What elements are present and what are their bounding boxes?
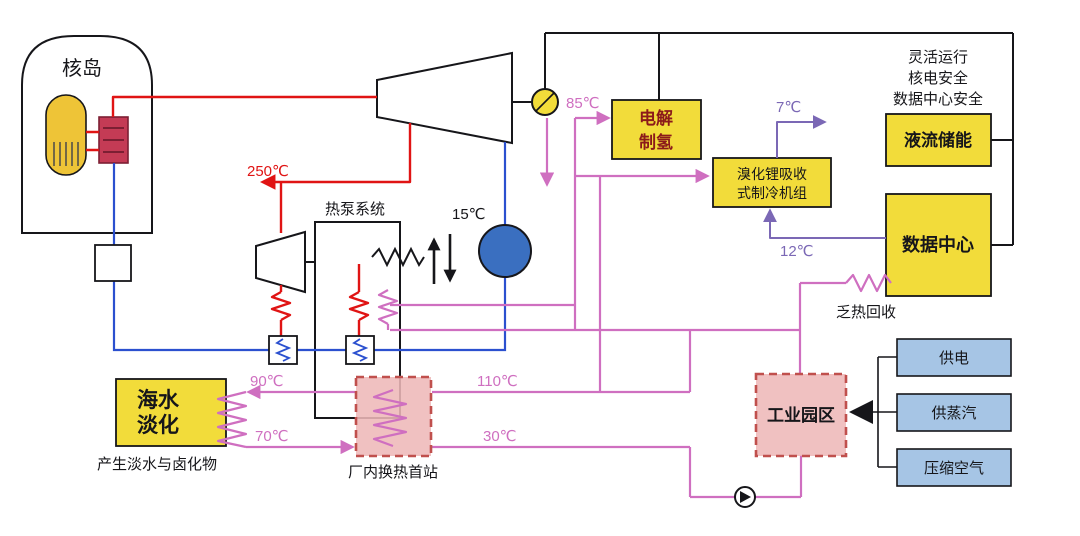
heat-station-box xyxy=(354,375,433,458)
note-line-3: 数据中心安全 xyxy=(893,90,983,108)
desalination-box xyxy=(115,378,227,447)
temp-7-label: 7℃ xyxy=(776,99,801,116)
industrial-park-box xyxy=(754,372,848,458)
chiller-label-2: 式制冷机组 xyxy=(737,185,807,201)
compressor xyxy=(255,230,306,294)
fresh-water-note: 产生淡水与卤化物 xyxy=(97,456,217,473)
electrolysis-label-2: 制氢 xyxy=(639,132,673,152)
steam-turbine xyxy=(376,51,513,145)
industrial-park-label: 工业园区 xyxy=(767,406,835,425)
chiller-label-1: 溴化锂吸收 xyxy=(737,166,807,182)
steam-lines xyxy=(111,95,412,336)
electrolysis-box xyxy=(611,99,702,160)
nuclear-island-label: 核岛 xyxy=(62,57,102,80)
temp-85-label: 85℃ xyxy=(566,95,600,112)
temp-15-label: 15℃ xyxy=(452,206,486,223)
temp-110-label: 110℃ xyxy=(477,373,518,390)
flow-battery-label: 液流储能 xyxy=(904,130,972,150)
heat-network-lines xyxy=(216,110,892,499)
electrolysis-label-1: 电解 xyxy=(639,108,673,128)
desal-coil-icon xyxy=(216,390,248,449)
compressed-air-box xyxy=(896,448,1012,487)
flow-battery-box xyxy=(885,113,992,167)
waste-heat-label: 乏热回收 xyxy=(836,304,896,321)
temp-12-label: 12℃ xyxy=(780,243,814,260)
temp-30-label: 30℃ xyxy=(483,428,517,445)
containment-outline xyxy=(21,35,153,234)
steam-supply-box xyxy=(896,393,1012,432)
libr-chiller-box xyxy=(712,157,832,208)
evaporator-coil-icon xyxy=(371,246,425,268)
feedwater-box xyxy=(94,244,132,282)
reactor-vessel xyxy=(45,94,87,176)
steam-supply-label: 供蒸汽 xyxy=(931,405,976,422)
condensate-lines xyxy=(112,142,507,352)
station-coil-icon xyxy=(372,388,408,448)
data-center-label: 数据中心 xyxy=(902,234,974,255)
note-line-1: 灵活运行 xyxy=(908,49,968,66)
park-arrow-icon xyxy=(849,400,873,424)
nuclear-island xyxy=(21,35,153,234)
fuel-rods-icon xyxy=(53,142,79,166)
data-center-box xyxy=(885,193,992,297)
heat-pump-system xyxy=(255,221,457,419)
temp-250-label: 250℃ xyxy=(247,163,289,180)
desal-label-1: 海水 xyxy=(137,388,180,412)
power-supply-label: 供电 xyxy=(939,350,969,367)
compressed-air-label: 压缩空气 xyxy=(924,460,984,477)
hx-units xyxy=(268,335,375,365)
heat-station-label: 厂内换热首站 xyxy=(348,464,438,481)
power-supply-box xyxy=(896,338,1012,377)
generator-slash xyxy=(535,92,555,112)
temp-90-label: 90℃ xyxy=(250,373,284,390)
temp-70-label: 70℃ xyxy=(255,428,289,445)
heat-pump-coil-icon xyxy=(377,289,399,325)
electric-lines xyxy=(305,32,1014,263)
condenser xyxy=(478,224,532,278)
heat-pump-label: 热泵系统 xyxy=(325,201,385,218)
waste-heat-coil-icon xyxy=(845,273,892,293)
note-line-2: 核电安全 xyxy=(908,69,968,87)
chilled-water-lines xyxy=(763,115,886,239)
park-supplies xyxy=(849,338,1012,487)
pump-icon xyxy=(734,486,756,508)
desal-label-2: 淡化 xyxy=(137,413,179,437)
